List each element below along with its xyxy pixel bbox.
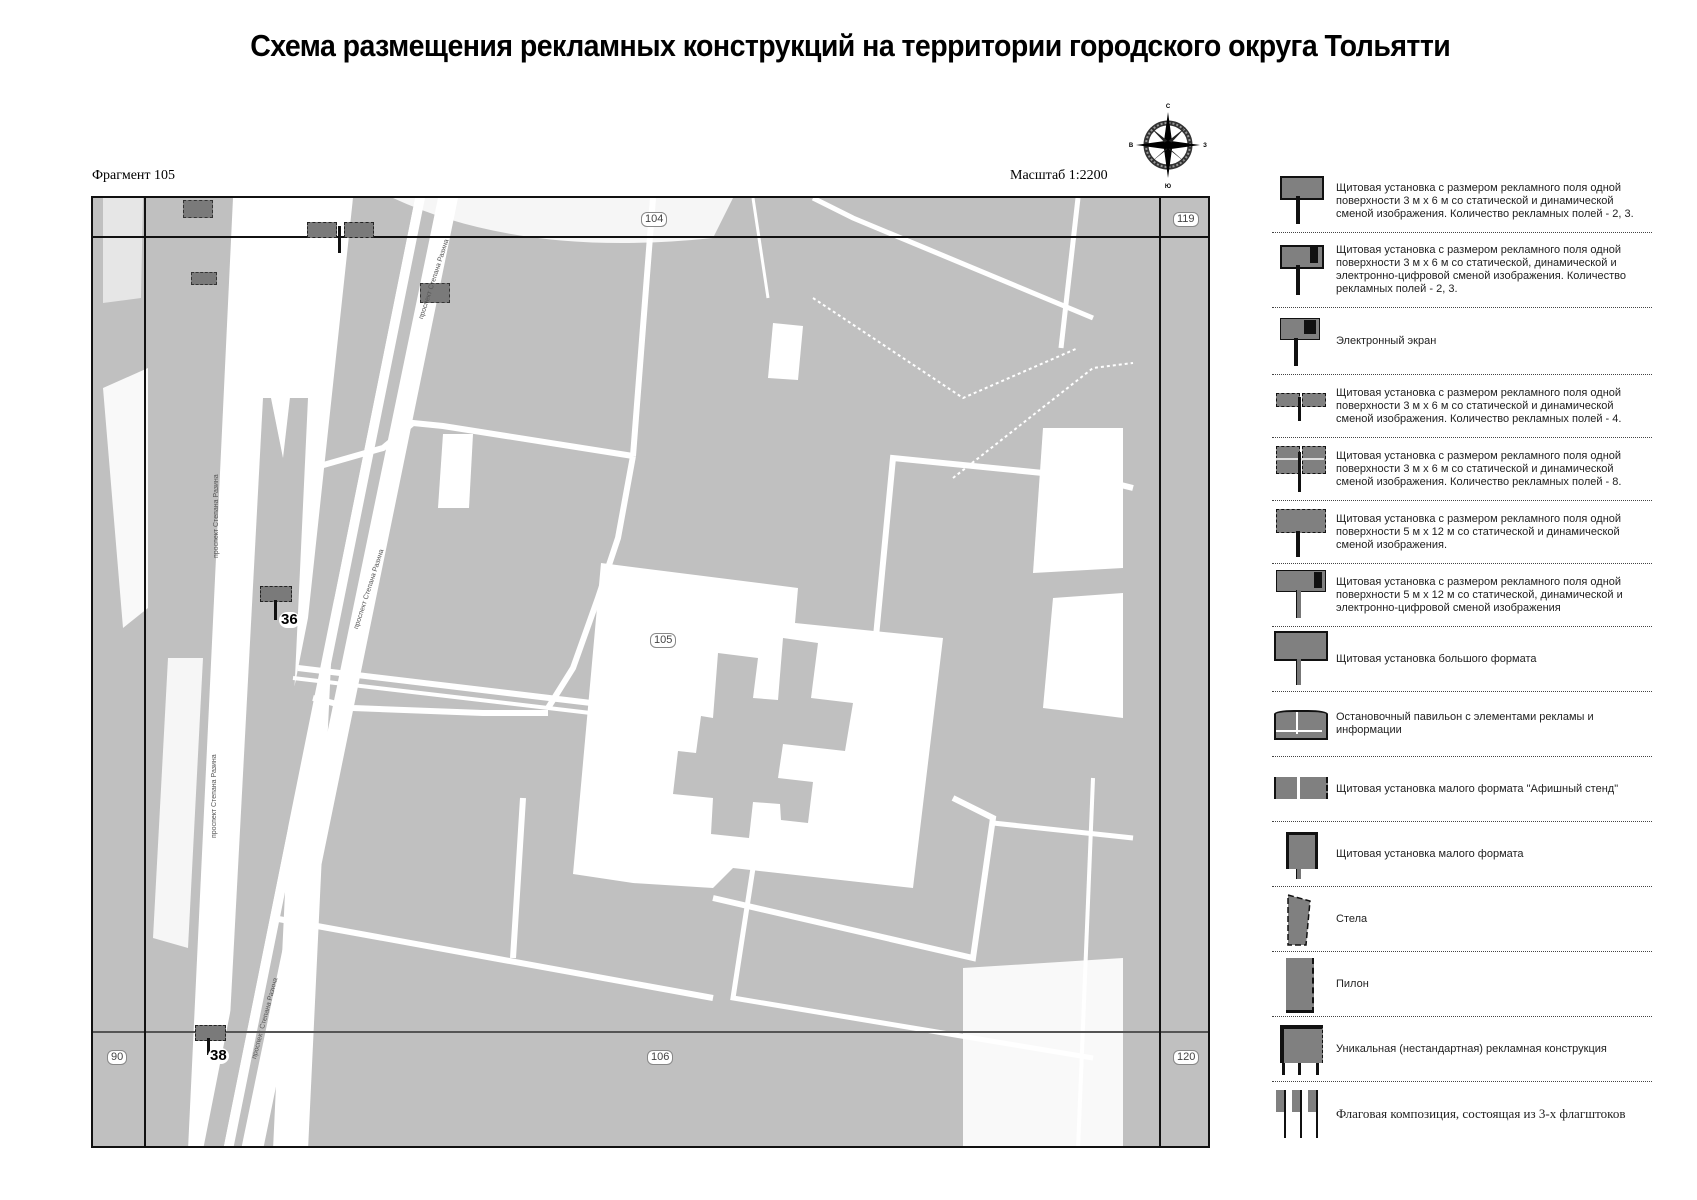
legend-text: Щитовая установка с размером рекламного … bbox=[1336, 244, 1626, 295]
billboard-3x6-four-fields-icon bbox=[1272, 375, 1332, 437]
legend-item: Стела bbox=[1272, 887, 1652, 952]
legend-text: Щитовая установка с размером рекламного … bbox=[1336, 449, 1622, 488]
legend-item: Щитовая установка с размером рекламного … bbox=[1272, 501, 1652, 564]
billboard-marker[interactable] bbox=[183, 200, 213, 218]
legend-item: Щитовая установка с размером рекламного … bbox=[1272, 438, 1652, 501]
legend-text: Электронный экран bbox=[1336, 334, 1437, 347]
legend-text: Щитовая установка с размером рекламного … bbox=[1336, 575, 1623, 614]
legend-item: Щитовая установка с размером рекламного … bbox=[1272, 375, 1652, 438]
marker-38-label[interactable]: 38 bbox=[208, 1047, 229, 1064]
legend-item: Остановочный павильон с элементами рекла… bbox=[1272, 692, 1652, 757]
legend-item: Щитовая установка с размером рекламного … bbox=[1272, 564, 1652, 627]
scale-label: Масштаб 1:2200 bbox=[1010, 168, 1108, 183]
legend-text: Щитовая установка малого формата bbox=[1336, 847, 1524, 860]
stele-icon bbox=[1272, 887, 1332, 951]
legend-item: Щитовая установка с размером рекламного … bbox=[1272, 233, 1652, 308]
pylon-icon bbox=[1272, 952, 1332, 1016]
map-canvas bbox=[93, 198, 1134, 1146]
large-format-billboard-icon bbox=[1272, 627, 1332, 691]
legend-item: Щитовая установка с размером рекламного … bbox=[1272, 170, 1652, 233]
legend-text: Уникальная (нестандартная) рекламная кон… bbox=[1336, 1042, 1607, 1055]
street-label: проспект Степана Разина bbox=[213, 474, 220, 558]
flag-composition-icon bbox=[1272, 1082, 1332, 1146]
billboard-3x6-static-dynamic-icon bbox=[1272, 170, 1332, 232]
grid-line-horizontal bbox=[93, 236, 1208, 238]
legend-text: Пилон bbox=[1336, 977, 1369, 990]
billboard-marker[interactable] bbox=[191, 272, 217, 285]
billboard-5x12-icon bbox=[1272, 501, 1332, 563]
marker-36-post bbox=[274, 600, 277, 620]
marker-38-billboard-icon[interactable] bbox=[195, 1025, 226, 1041]
unique-construction-icon bbox=[1272, 1017, 1332, 1081]
marker-36-label[interactable]: 36 bbox=[279, 611, 300, 628]
svg-text:С: С bbox=[1166, 104, 1171, 110]
small-format-billboard-icon bbox=[1272, 822, 1332, 886]
legend-text: Щитовая установка малого формата "Афишны… bbox=[1336, 782, 1619, 795]
map-view[interactable]: 104 119 105 90 106 120 36 38 проспект Ст… bbox=[91, 196, 1210, 1148]
legend-text: Щитовая установка с размером рекламного … bbox=[1336, 181, 1634, 220]
legend-text: Щитовая установка большого формата bbox=[1336, 652, 1537, 665]
electronic-screen-icon bbox=[1272, 308, 1332, 374]
svg-text:З: З bbox=[1203, 143, 1207, 149]
billboard-double-right[interactable] bbox=[344, 222, 374, 238]
tile-label-104: 104 bbox=[641, 212, 668, 227]
svg-text:Ю: Ю bbox=[1165, 184, 1171, 190]
marker-38-post bbox=[207, 1038, 210, 1055]
poster-stand-icon bbox=[1272, 757, 1332, 821]
legend-item: Флаговая композиция, состоящая из 3-х фл… bbox=[1272, 1082, 1652, 1146]
legend-text: Щитовая установка с размером рекламного … bbox=[1336, 386, 1622, 425]
tile-label-106: 106 bbox=[647, 1050, 674, 1065]
tile-label-120: 120 bbox=[1173, 1050, 1200, 1065]
street-label: проспект Степана Разина bbox=[211, 754, 218, 838]
page-title: Схема размещения рекламных конструкций н… bbox=[250, 28, 1451, 63]
fragment-label: Фрагмент 105 bbox=[92, 168, 176, 183]
legend-text: Стела bbox=[1336, 912, 1368, 925]
tile-label-105: 105 bbox=[650, 633, 677, 648]
grid-line-vertical bbox=[1159, 198, 1161, 1146]
grid-line-horizontal bbox=[93, 1031, 1208, 1033]
legend: Щитовая установка с размером рекламного … bbox=[1272, 170, 1652, 1146]
legend-text: Флаговая композиция, состоящая из 3-х фл… bbox=[1336, 1106, 1626, 1121]
legend-item: Щитовая установка большого формата bbox=[1272, 627, 1652, 692]
svg-text:В: В bbox=[1129, 143, 1134, 149]
compass-rose-icon: С Ю В З bbox=[1129, 104, 1207, 190]
legend-item: Щитовая установка малого формата bbox=[1272, 822, 1652, 887]
bus-stop-pavilion-icon bbox=[1272, 692, 1332, 756]
legend-item: Электронный экран bbox=[1272, 308, 1652, 375]
legend-item: Щитовая установка малого формата "Афишны… bbox=[1272, 757, 1652, 822]
legend-item: Уникальная (нестандартная) рекламная кон… bbox=[1272, 1017, 1652, 1082]
legend-text: Остановочный павильон с элементами рекла… bbox=[1336, 711, 1594, 736]
tile-label-119: 119 bbox=[1173, 212, 1199, 227]
billboard-marker[interactable] bbox=[420, 283, 450, 303]
grid-line-vertical bbox=[144, 198, 146, 1146]
billboard-3x6-eight-fields-icon bbox=[1272, 438, 1332, 500]
billboard-double-left[interactable] bbox=[307, 222, 337, 238]
billboard-3x6-digital-icon bbox=[1272, 233, 1332, 307]
legend-text: Щитовая установка с размером рекламного … bbox=[1336, 512, 1622, 551]
billboard-post bbox=[338, 226, 341, 253]
billboard-5x12-digital-icon bbox=[1272, 564, 1332, 626]
tile-label-90: 90 bbox=[107, 1050, 128, 1065]
legend-item: Пилон bbox=[1272, 952, 1652, 1017]
